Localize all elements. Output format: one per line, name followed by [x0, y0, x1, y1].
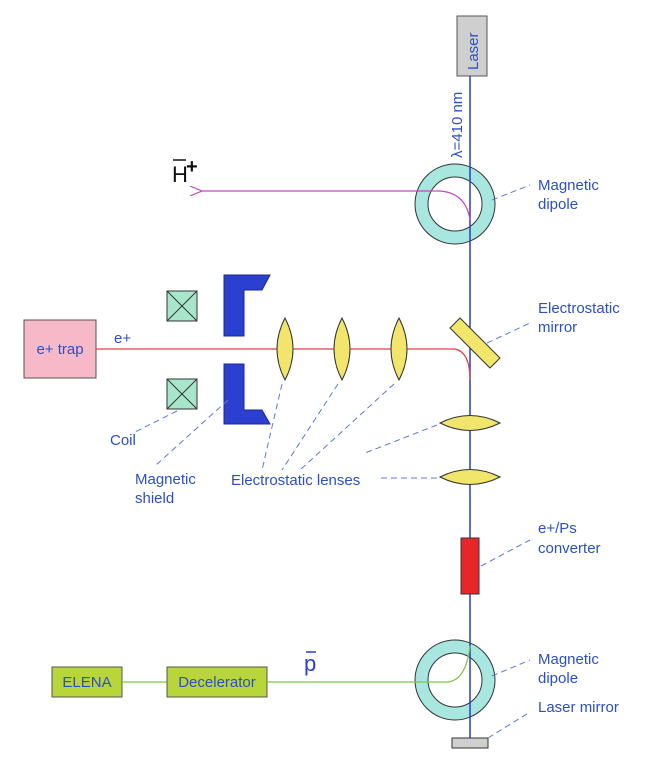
label-electrostatic-mirror-2: mirror	[538, 319, 577, 336]
hbar-label: H +	[172, 156, 198, 187]
lens-5	[438, 469, 502, 485]
leader-converter	[480, 539, 531, 567]
label-magnetic-shield-2: shield	[135, 490, 174, 507]
leader-lens-4	[364, 424, 438, 454]
label-magnetic-dipole-bottom-1: Magnetic	[538, 651, 599, 668]
e-plus-label: e+	[114, 330, 131, 347]
leader-laser-mirror	[487, 711, 531, 739]
leader-lens-2	[281, 383, 339, 471]
magnetic-shield-bottom	[223, 363, 271, 425]
label-magnetic-dipole-bottom-2: dipole	[538, 670, 578, 687]
lens-3	[390, 316, 408, 382]
hbar-charge: +	[186, 156, 198, 178]
leader-dipole-top	[491, 184, 531, 201]
decelerator-box: Decelerator	[166, 666, 268, 698]
coil-bottom	[166, 378, 198, 410]
label-converter-2: converter	[538, 540, 601, 557]
leader-lens-3	[299, 383, 395, 471]
laser-box: Laser	[456, 15, 488, 77]
leader-coil	[134, 410, 178, 433]
label-converter-1: e+/Ps	[538, 520, 577, 537]
wavelength-label: λ=410 nm	[449, 92, 466, 158]
positron-beam	[96, 348, 471, 381]
pbar-label: p	[304, 651, 316, 676]
leader-dipole-bottom	[491, 659, 531, 677]
hbar-symbol: H	[172, 162, 188, 187]
lens-2	[333, 316, 351, 382]
elena-box: ELENA	[51, 666, 123, 698]
hbar-beam	[200, 191, 471, 221]
label-electrostatic-mirror-1: Electrostatic	[538, 300, 620, 317]
magnetic-dipole-bottom	[414, 639, 496, 721]
laser-label: Laser	[465, 32, 482, 70]
e-trap-label: e+ trap	[36, 341, 83, 358]
magnetic-shield-top	[223, 274, 271, 337]
pbar-symbol: p	[304, 651, 316, 676]
electrostatic-mirror	[449, 317, 501, 369]
label-coil: Coil	[110, 432, 136, 449]
lens-4	[438, 415, 502, 431]
positronium-converter	[460, 537, 480, 595]
label-magnetic-shield-1: Magnetic	[135, 471, 196, 488]
leader-lens-1	[261, 383, 283, 471]
leader-shield	[155, 399, 229, 466]
label-electrostatic-lenses: Electrostatic lenses	[231, 472, 360, 489]
magnetic-dipole-top	[414, 163, 496, 245]
antiproton-beam-b	[267, 645, 471, 683]
positron-trap: e+ trap	[23, 319, 97, 379]
coil-top	[166, 290, 198, 322]
laser-mirror	[451, 737, 489, 749]
elena-label: ELENA	[62, 674, 111, 691]
label-magnetic-dipole-top-1: Magnetic	[538, 177, 599, 194]
lens-1	[276, 316, 294, 382]
label-magnetic-dipole-top-2: dipole	[538, 196, 578, 213]
label-laser-mirror: Laser mirror	[538, 699, 619, 716]
decelerator-label: Decelerator	[178, 674, 256, 691]
leader-mirror	[486, 322, 531, 344]
